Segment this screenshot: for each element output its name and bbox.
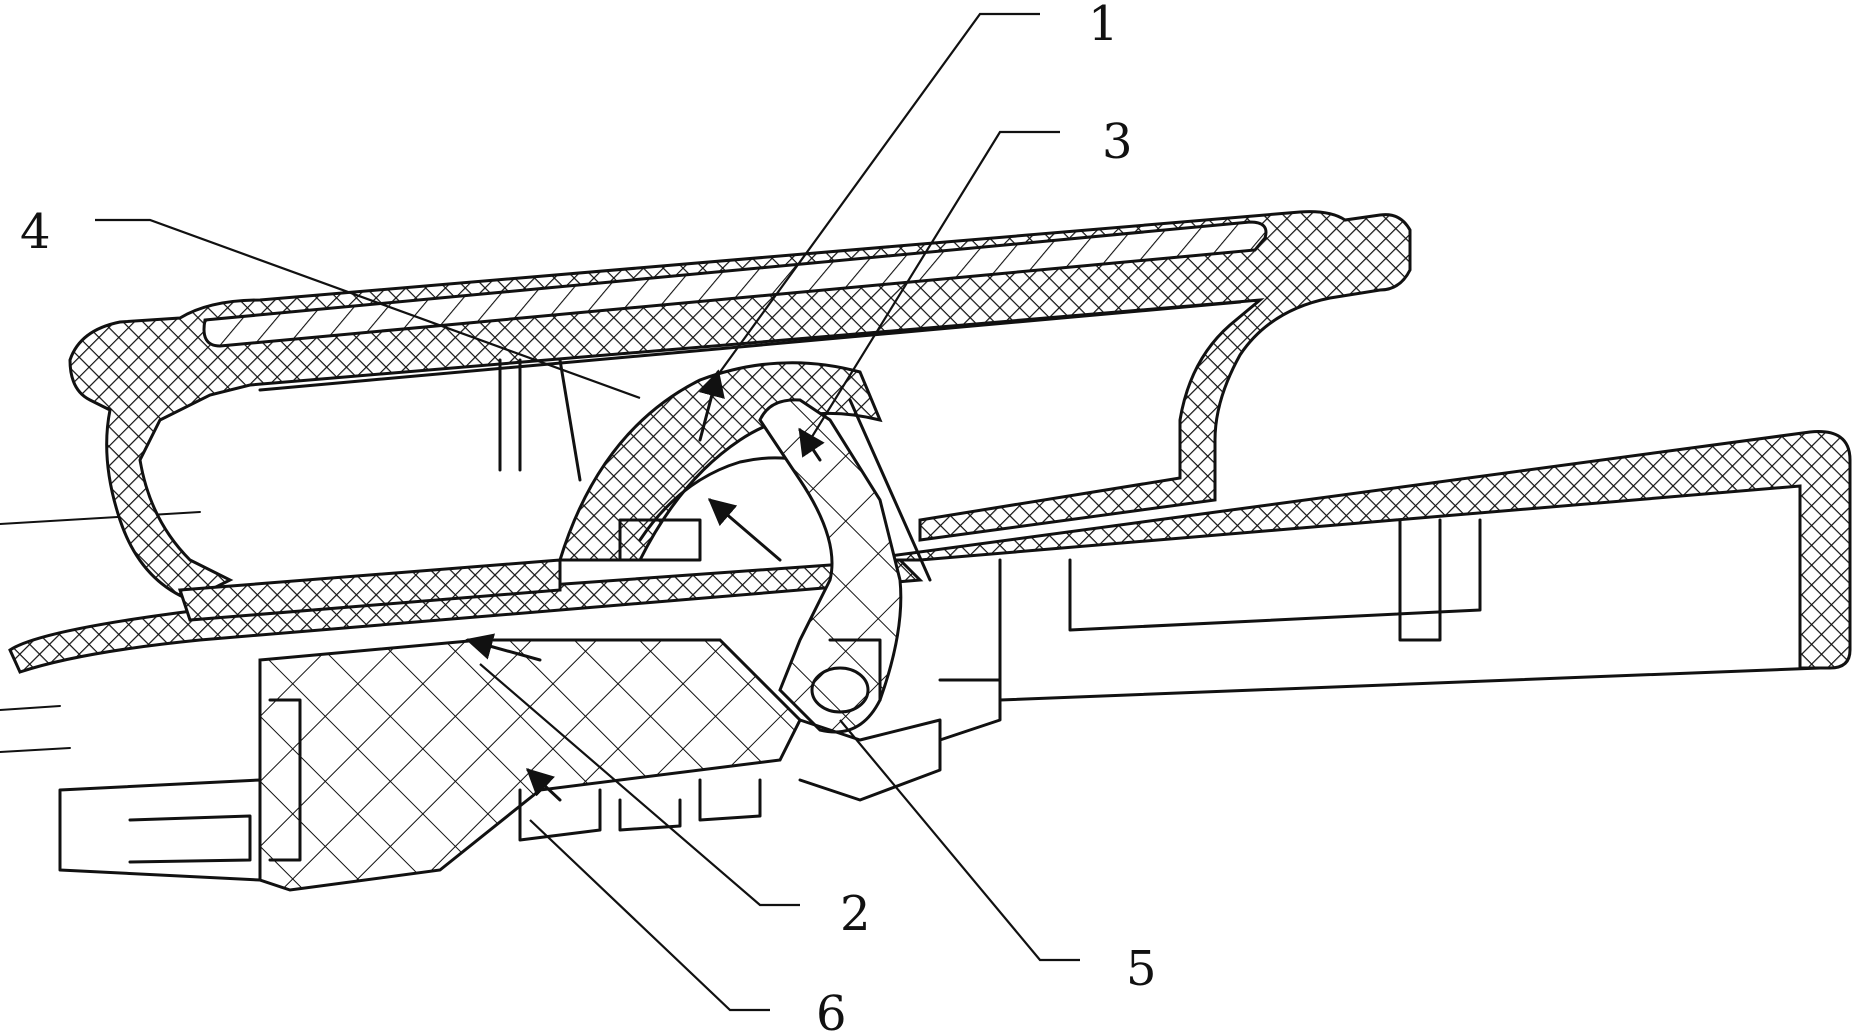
callout-leaders [95, 12, 1080, 1012]
lower-housing-plate [8, 558, 924, 674]
internal-arrows [465, 369, 825, 802]
callout-5: 5 [1126, 941, 1157, 997]
lower-base-plate [859, 430, 1852, 702]
callout-4: 4 [20, 204, 51, 260]
upper-cover [68, 210, 1412, 602]
callout-6: 6 [816, 986, 847, 1035]
pivot-arm [758, 398, 932, 734]
base-lines [0, 511, 201, 753]
callout-labels: 1 3 4 2 5 6 [20, 0, 1157, 1035]
lower-block [58, 638, 1002, 892]
callout-3: 3 [1102, 114, 1133, 170]
callout-1: 1 [1088, 0, 1119, 52]
callout-2: 2 [840, 886, 871, 942]
